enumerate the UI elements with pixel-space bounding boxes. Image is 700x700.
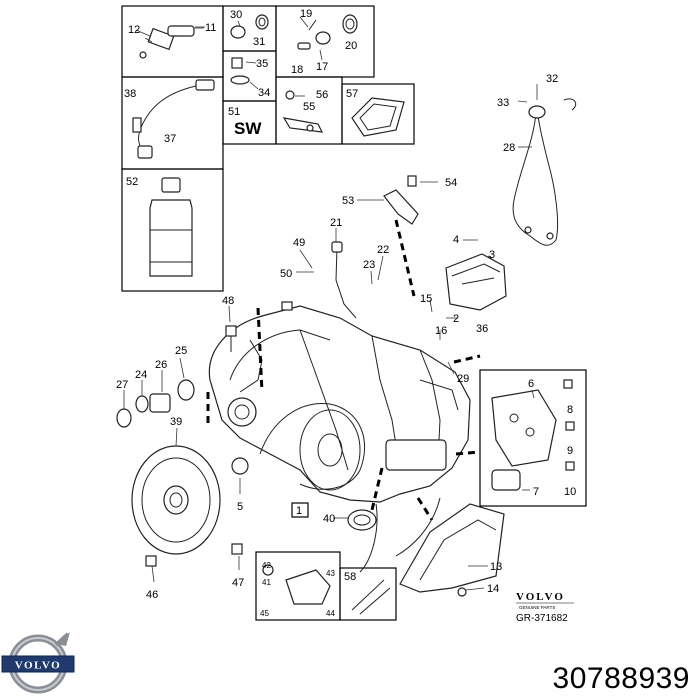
logo-text: VOLVO	[15, 660, 61, 672]
inset-box-41-45	[255, 551, 341, 621]
callout-1: 1	[296, 505, 302, 517]
callout-50: 50	[280, 268, 292, 280]
callout-5: 5	[237, 501, 243, 513]
callout-43: 43	[326, 569, 335, 578]
filter-40	[347, 509, 377, 531]
callout-45: 45	[260, 609, 269, 618]
callout-53: 53	[342, 195, 354, 207]
callout-15: 15	[420, 293, 432, 305]
callout-7: 7	[533, 486, 539, 498]
callout-28: 28	[503, 142, 515, 154]
callout-37: 37	[164, 133, 176, 145]
callout-leaders	[123, 16, 538, 591]
callout-36: 36	[476, 323, 488, 335]
callout-35: 35	[256, 58, 268, 70]
inset-box-57	[341, 83, 415, 145]
inset-box-58	[339, 567, 397, 621]
callout-26: 26	[155, 359, 167, 371]
callout-52: 52	[126, 176, 138, 188]
callout-21: 21	[330, 217, 342, 229]
inset-box-17-20	[275, 5, 375, 78]
callout-44: 44	[326, 609, 335, 618]
bolts-48-47-46	[145, 301, 293, 567]
callout-46: 46	[146, 589, 158, 601]
oil-pan	[399, 503, 505, 597]
transmission-housing	[208, 305, 471, 503]
callout-42: 42	[262, 561, 271, 570]
callout-40: 40	[323, 513, 335, 525]
callout-27: 27	[116, 379, 128, 391]
callout-39: 39	[170, 416, 182, 428]
callout-16: 16	[435, 325, 447, 337]
callout-47: 47	[232, 577, 244, 589]
callout-51: 51	[228, 106, 240, 118]
callout-14: 14	[487, 583, 499, 595]
callout-22: 22	[377, 244, 389, 256]
callout-13: 13	[490, 561, 502, 573]
dipstick-tube	[331, 241, 357, 319]
brand-subtext: GENUINE PARTS	[519, 605, 555, 610]
ref-code: GR-371682	[516, 613, 568, 624]
callout-3: 3	[489, 249, 495, 261]
inset-box-11-12	[121, 5, 224, 78]
callout-30: 30	[230, 9, 242, 21]
callout-numbers: 1 2 3 4 5 6 7 8 9 10 11 12 13 14 15 16 1…	[116, 8, 576, 618]
valve-body-box	[479, 369, 587, 507]
callout-29: 29	[457, 373, 469, 385]
genuine-parts-mark: VOLVO GENUINE PARTS GR-371682	[516, 591, 574, 624]
inset-box-52-fluid	[121, 168, 224, 292]
callout-32: 32	[546, 73, 558, 85]
inset-box-37-38	[121, 76, 224, 170]
callout-48: 48	[222, 295, 234, 307]
callout-2: 2	[453, 313, 459, 325]
callout-54: 54	[445, 177, 457, 189]
bracket-53	[383, 175, 419, 225]
callout-34: 34	[258, 87, 270, 99]
part-number: 30788939	[552, 662, 690, 695]
ref-box-1	[291, 502, 309, 518]
callout-10: 10	[564, 486, 576, 498]
control-module	[445, 253, 507, 311]
callout-57: 57	[346, 88, 358, 100]
callout-20: 20	[345, 40, 357, 52]
callout-55: 55	[303, 101, 315, 113]
callout-17: 17	[316, 61, 328, 73]
sw-label: SW	[234, 119, 262, 138]
fluid-bottle-icon	[149, 177, 193, 277]
callout-24: 24	[135, 369, 147, 381]
callout-8: 8	[567, 404, 573, 416]
assembly-dashed-lines	[206, 219, 481, 573]
callout-12: 12	[128, 24, 140, 36]
callout-11: 11	[205, 22, 216, 34]
callout-33: 33	[497, 97, 509, 109]
callout-38: 38	[124, 88, 136, 100]
callout-6: 6	[528, 378, 534, 390]
callout-9: 9	[567, 445, 573, 457]
callout-19: 19	[300, 8, 312, 20]
callout-41: 41	[262, 578, 271, 587]
callout-4: 4	[453, 234, 459, 246]
callout-58: 58	[344, 571, 356, 583]
seal-ring-set	[116, 379, 249, 475]
torque-converter	[131, 445, 221, 555]
callout-25: 25	[175, 345, 187, 357]
callout-49: 49	[293, 237, 305, 249]
wiring-harness	[512, 98, 577, 246]
callout-56: 56	[316, 89, 328, 101]
brand-text: VOLVO	[516, 591, 565, 603]
callout-31: 31	[253, 36, 265, 48]
volvo-logo: VOLVO	[1, 632, 75, 694]
callout-23: 23	[363, 259, 375, 271]
callout-18: 18	[291, 64, 303, 76]
